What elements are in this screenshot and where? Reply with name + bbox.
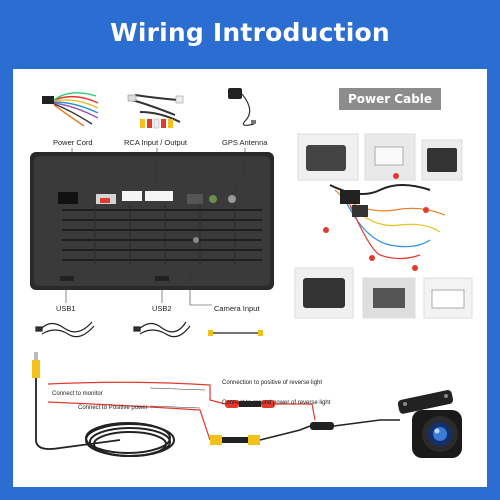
power-cable-harness [294,133,473,319]
usb2-cable-icon [133,321,191,338]
camera-input-label: Camera Input [214,304,260,313]
usb1-label: USB1 [56,304,76,313]
power-cable-badge: Power Cable [339,88,441,110]
head-unit-back-panel [30,152,274,290]
usb1-cable-icon [35,321,95,338]
connect-monitor-label: Connect to monitor [52,391,103,397]
rca-cable-bundle-icon [127,94,184,129]
connect-positive-power-label: Connect to Positive power [78,405,148,411]
reverse-camera-wiring [32,352,400,457]
power-cord-label: Power Cord [53,138,93,147]
reverse-camera-icon [397,390,462,458]
gps-antenna-icon [228,88,256,126]
usb2-label: USB2 [152,304,172,313]
camera-input-cable-icon [208,330,263,336]
gps-antenna-label: GPS Antenna [222,138,268,147]
rca-label: RCA Input / Output [124,138,187,147]
page-title: Wiring Introduction [110,18,390,47]
positive-reverse-light-label: Connection to positive of reverse light [222,380,323,386]
ground-reverse-light-label: Connect to ground power of reverse light [222,400,331,406]
power-cord-bundle-icon [42,92,99,127]
